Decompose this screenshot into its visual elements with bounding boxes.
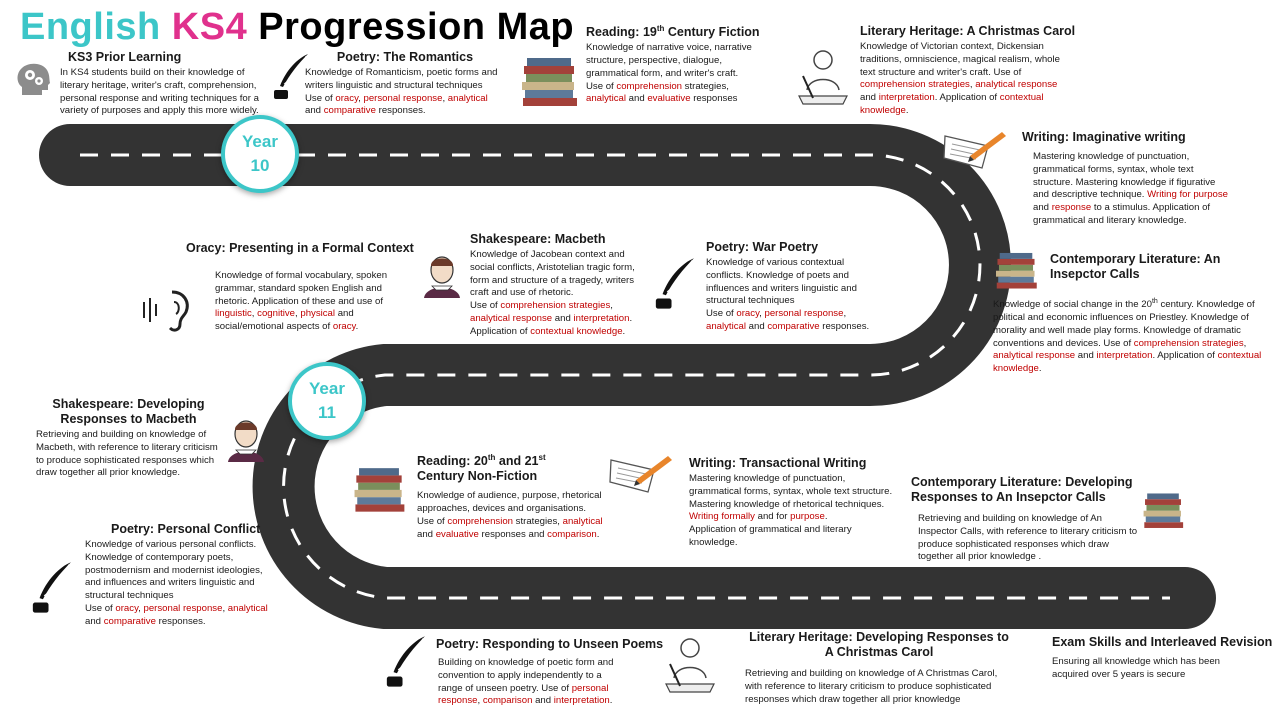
- node-poetry-personal-conflict: Poetry: Personal Conflict Knowledge of v…: [85, 522, 268, 627]
- node-literary-heritage-developing-carol-body: Retrieving and building on knowledge of …: [745, 668, 998, 705]
- node-contemporary-inspector-calls-body: Knowledge of social change in the 20th c…: [993, 298, 1262, 375]
- scholar-writing-icon: [665, 638, 715, 693]
- node-oracy-formal-context: Oracy: Presenting in a Formal Context: [186, 241, 414, 255]
- paper-pencil-icon: [943, 132, 1006, 169]
- head-gears-icon: [17, 63, 50, 95]
- node-writing-imaginative-body: Mastering knowledge of punctuation, gram…: [1033, 151, 1229, 226]
- node-shakespeare-macbeth: Shakespeare: Macbeth Knowledge of Jacobe…: [470, 232, 635, 337]
- quill-icon: [32, 562, 71, 613]
- ear-sound-icon: [143, 290, 189, 332]
- node-oracy-formal-context-body: Knowledge of formal vocabulary, spoken g…: [215, 270, 388, 333]
- node-contemporary-inspector-calls: Contemporary Literature: An Insepctor Ca…: [1050, 252, 1221, 281]
- quill-icon: [655, 258, 694, 309]
- shakespeare-icon: [228, 420, 264, 462]
- year-11-badge: Year 11: [288, 362, 366, 440]
- node-reading-19th-century-fiction: Reading: 19th Century Fiction Knowledge …: [586, 24, 760, 105]
- node-literary-heritage-christmas-carol: Literary Heritage: A Christmas Carol Kno…: [860, 24, 1076, 116]
- node-literary-heritage-developing-carol: Literary Heritage: Developing Responses …: [749, 630, 1009, 659]
- paper-pencil-icon: [609, 456, 672, 493]
- node-writing-imaginative: Writing: Imaginative writing: [1022, 130, 1186, 144]
- node-ks3-prior-learning: KS3 Prior Learning In KS4 students build…: [60, 50, 259, 117]
- books-icon: [354, 468, 405, 512]
- quill-icon: [274, 54, 308, 99]
- node-reading-non-fiction: Reading: 20th and 21st Century Non-Ficti…: [417, 453, 603, 540]
- node-contemporary-developing-inspector-calls-body: Retrieving and building on knowledge of …: [918, 513, 1138, 563]
- node-contemporary-developing-inspector-calls: Contemporary Literature: Developing Resp…: [911, 475, 1133, 504]
- node-shakespeare-developing-macbeth: Shakespeare: Developing Responses to Mac…: [36, 397, 218, 479]
- node-exam-skills-revision: Exam Skills and Interleaved Revision Ens…: [1052, 635, 1273, 680]
- node-writing-transactional: Writing: Transactional Writing Mastering…: [689, 456, 893, 548]
- books-icon: [522, 58, 577, 106]
- quill-icon: [386, 636, 425, 687]
- books-icon: [996, 252, 1037, 289]
- node-poetry-war: Poetry: War Poetry Knowledge of various …: [706, 240, 870, 332]
- node-poetry-romantics: Poetry: The Romantics Knowledge of Roman…: [305, 50, 498, 117]
- year-10-badge: Year 10: [221, 115, 299, 193]
- scholar-writing-icon: [798, 50, 848, 105]
- shakespeare-icon: [424, 256, 460, 298]
- page-title: English KS4 Progression Map: [20, 6, 575, 48]
- node-poetry-unseen-body: Building on knowledge of poetic form and…: [438, 657, 614, 707]
- books-icon: [1143, 493, 1184, 528]
- node-poetry-unseen: Poetry: Responding to Unseen Poems: [436, 637, 664, 651]
